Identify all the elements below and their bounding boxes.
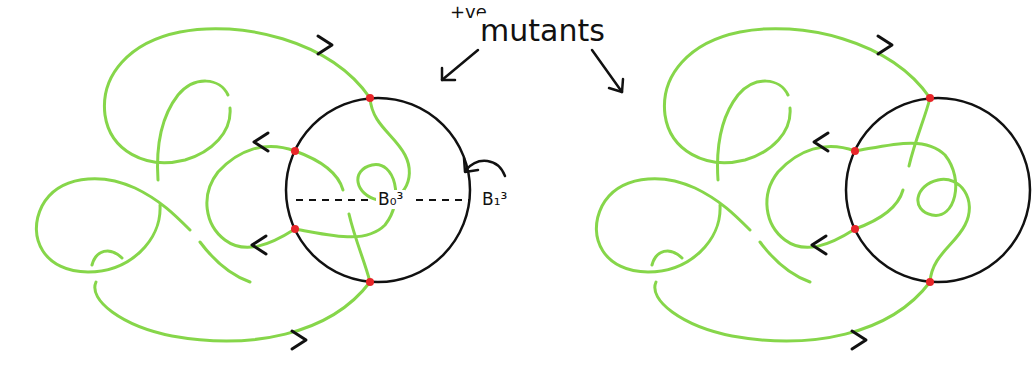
ball-label: B₁³: [480, 190, 509, 209]
title-word: mutants: [478, 14, 607, 47]
ball-label: B₀³: [376, 190, 405, 209]
